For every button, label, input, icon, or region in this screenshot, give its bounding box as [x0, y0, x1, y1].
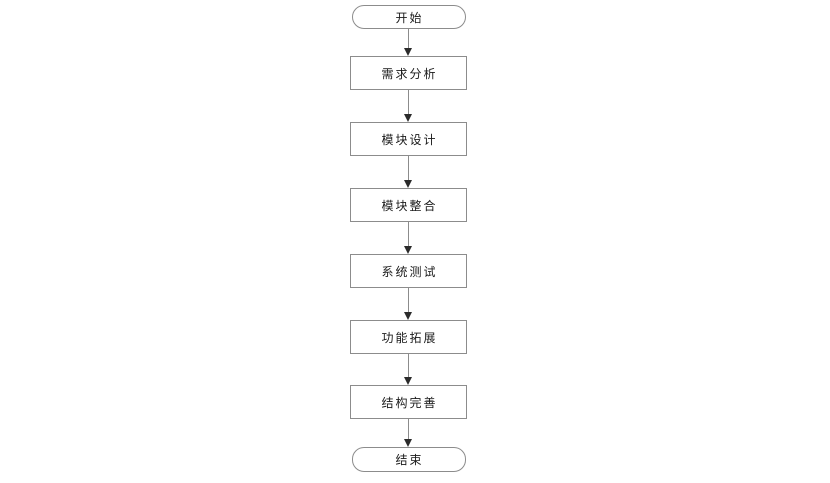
- arrow-line: [407, 90, 409, 116]
- arrow-head-icon: [403, 180, 412, 188]
- arrow-head-icon: [403, 312, 412, 320]
- flow-node-system-testing[interactable]: 系统测试: [350, 254, 467, 288]
- flow-node-label: 需求分析: [381, 66, 438, 81]
- flow-node-start[interactable]: 开始: [351, 5, 466, 29]
- arrow-line: [407, 29, 409, 50]
- flow-node-label: 模块整合: [381, 198, 438, 213]
- arrow-head-icon: [403, 48, 412, 56]
- arrow-line: [407, 419, 409, 441]
- flow-arrow-4: [350, 222, 467, 254]
- flow-node-label: 模块设计: [381, 132, 438, 147]
- flow-node-label: 功能拓展: [381, 330, 438, 345]
- flow-arrow-6: [350, 354, 467, 385]
- flow-arrow-5: [350, 288, 467, 320]
- arrow-line: [407, 288, 409, 314]
- arrow-head-icon: [403, 246, 412, 254]
- arrow-head-icon: [403, 439, 412, 447]
- arrow-head-icon: [403, 114, 412, 122]
- flow-node-module-design[interactable]: 模块设计: [350, 122, 467, 156]
- arrow-line: [407, 354, 409, 379]
- flow-arrow-1: [350, 29, 467, 56]
- flow-node-label: 开始: [395, 10, 424, 25]
- flowchart: 开始 需求分析 模块设计 模块整合 系统测试: [350, 5, 467, 472]
- flow-arrow-2: [350, 90, 467, 122]
- flow-node-label: 系统测试: [381, 264, 438, 279]
- arrow-head-icon: [403, 377, 412, 385]
- flow-node-label: 结束: [395, 453, 424, 467]
- flow-node-module-integration[interactable]: 模块整合: [350, 188, 467, 222]
- arrow-line: [407, 156, 409, 182]
- flow-node-label: 结构完善: [381, 395, 438, 410]
- flow-arrow-3: [350, 156, 467, 188]
- arrow-line: [407, 222, 409, 248]
- flow-arrow-7: [350, 419, 467, 447]
- flow-node-structure-improvement[interactable]: 结构完善: [350, 385, 467, 419]
- flow-node-requirements-analysis[interactable]: 需求分析: [350, 56, 467, 90]
- flow-node-feature-expansion[interactable]: 功能拓展: [350, 320, 467, 354]
- flow-node-end[interactable]: 结束: [351, 447, 466, 472]
